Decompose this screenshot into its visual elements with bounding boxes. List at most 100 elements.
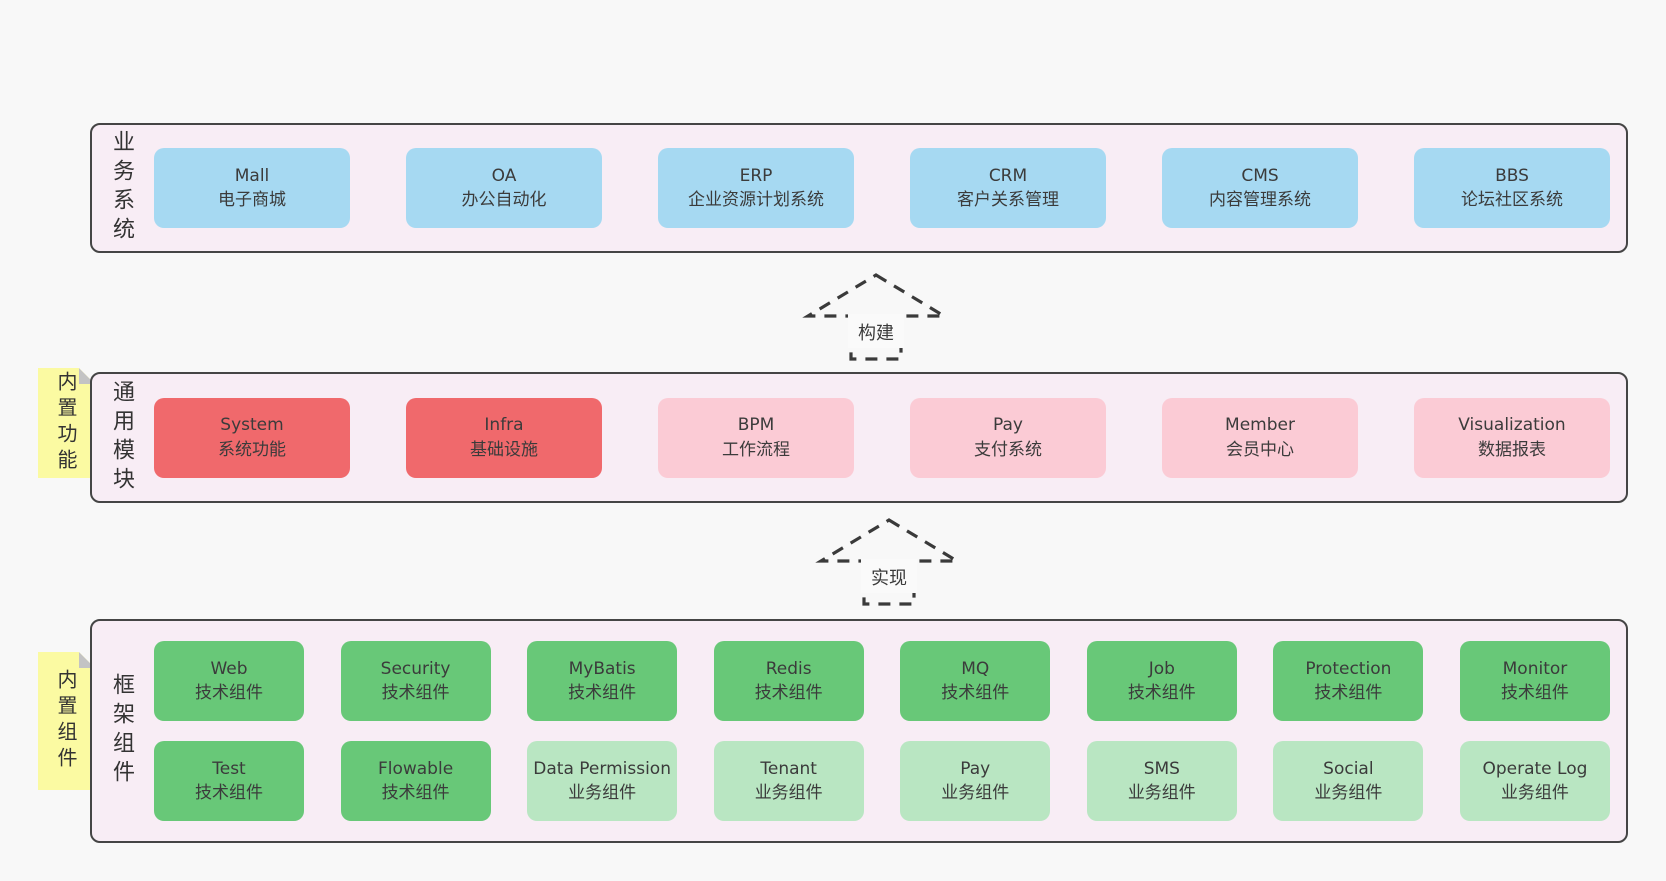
arrow-label-bg: [861, 559, 917, 593]
band-common-modules: 通用模块 System 系统功能 Infra 基础设施 BPM 工作流程 Pay…: [90, 372, 1628, 503]
box-title: BPM: [737, 415, 775, 436]
box-infra: Infra 基础设施: [406, 397, 602, 478]
sticky-note-label: 内置组件: [54, 669, 78, 773]
box-erp: ERP 企业资源计划系统: [658, 148, 854, 228]
band-business-systems: 业务系统 Mall 电子商城 OA 办公自动化 ERP 企业资源计划系统 CRM…: [90, 123, 1628, 253]
box-subtitle: 技术组件: [941, 683, 1010, 703]
box-web: Web 技术组件: [154, 641, 304, 721]
arrow-label-bg: [848, 314, 904, 348]
box-subtitle: 电子商城: [218, 190, 286, 210]
box-title: Monitor: [1502, 658, 1568, 679]
box-title: Redis: [765, 658, 812, 679]
up-arrow-icon: 实现: [815, 518, 963, 606]
box-subtitle: 基础设施: [470, 439, 538, 460]
box-title: CMS: [1241, 165, 1279, 186]
box-subtitle: 内容管理系统: [1209, 190, 1311, 210]
box-title: Tenant: [760, 758, 817, 779]
box-bbs: BBS 论坛社区系统: [1414, 148, 1610, 228]
band-framework-components: 框架组件 Web 技术组件 Security 技术组件 MyBatis 技术组件…: [90, 619, 1628, 843]
box-subtitle: 技术组件: [1500, 683, 1569, 703]
box-title: ERP: [739, 165, 773, 186]
box-tenant: Tenant 业务组件: [713, 741, 864, 821]
box-subtitle: 技术组件: [1127, 683, 1196, 703]
box-subtitle: 企业资源计划系统: [688, 190, 824, 210]
box-title: Member: [1225, 415, 1295, 436]
sticky-note-built-in-components: 内置组件: [38, 652, 95, 790]
band-label: 框架组件: [92, 621, 150, 841]
box-subtitle: 技术组件: [195, 683, 263, 703]
box-flowable: Flowable 技术组件: [340, 741, 491, 821]
box-title: System: [220, 415, 284, 436]
box-title: Infra: [484, 415, 524, 436]
box-protection: Protection 技术组件: [1273, 641, 1424, 721]
box-visualization: Visualization 数据报表: [1414, 397, 1610, 478]
arrow-outline: [802, 273, 950, 361]
box-title: Operate Log: [1482, 758, 1588, 779]
implement-arrow: 实现: [814, 515, 964, 611]
box-subtitle: 业务组件: [941, 783, 1010, 803]
box-subtitle: 技术组件: [381, 783, 450, 803]
box-subtitle: 论坛社区系统: [1461, 190, 1563, 210]
box-title: Data Permission: [533, 758, 671, 779]
arrow-outline: [815, 518, 963, 606]
box-subtitle: 技术组件: [754, 683, 823, 703]
box-subtitle: 支付系统: [974, 439, 1042, 460]
box-mall: Mall 电子商城: [154, 148, 350, 228]
band-label-text: 框架组件: [109, 673, 134, 789]
box-security: Security 技术组件: [340, 641, 491, 721]
box-title: Security: [380, 658, 451, 679]
box-sms: SMS 业务组件: [1086, 741, 1237, 821]
up-arrow-icon: 构建: [802, 273, 950, 361]
box-member: Member 会员中心: [1162, 397, 1358, 478]
box-title: Pay: [960, 758, 991, 779]
box-title: Social: [1323, 758, 1374, 779]
box-title: Job: [1148, 658, 1175, 679]
box-title: Protection: [1305, 658, 1392, 679]
box-title: BBS: [1495, 165, 1529, 186]
box-subtitle: 业务组件: [568, 783, 637, 803]
box-test: Test 技术组件: [154, 741, 304, 821]
box-title: MQ: [961, 658, 990, 679]
box-title: Visualization: [1458, 415, 1566, 436]
box-title: Mall: [234, 165, 270, 186]
box-bpm: BPM 工作流程: [658, 397, 854, 478]
box-title: SMS: [1143, 758, 1180, 779]
box-subtitle: 会员中心: [1226, 439, 1294, 460]
band-content: Web 技术组件 Security 技术组件 MyBatis 技术组件 Redi…: [150, 621, 1626, 841]
box-job: Job 技术组件: [1086, 641, 1237, 721]
box-mq: MQ 技术组件: [900, 641, 1051, 721]
sticky-note-built-in-features: 内置功能: [38, 368, 95, 478]
framework-row-1: Web 技术组件 Security 技术组件 MyBatis 技术组件 Redi…: [154, 641, 1610, 721]
box-system: System 系统功能: [154, 397, 350, 478]
box-data-permission: Data Permission 业务组件: [527, 741, 678, 821]
box-monitor: Monitor 技术组件: [1459, 641, 1610, 721]
box-subtitle: 工作流程: [722, 439, 790, 460]
box-cms: CMS 内容管理系统: [1162, 148, 1358, 228]
box-title: Pay: [993, 415, 1023, 436]
box-title: Web: [210, 658, 248, 679]
box-subtitle: 技术组件: [381, 683, 450, 703]
build-arrow: 构建: [801, 270, 951, 366]
box-subtitle: 办公自动化: [461, 190, 547, 210]
framework-row-2: Test 技术组件 Flowable 技术组件 Data Permission …: [154, 741, 1610, 821]
box-crm: CRM 客户关系管理: [910, 148, 1106, 228]
box-title: Test: [212, 758, 246, 779]
box-subtitle: 客户关系管理: [957, 190, 1059, 210]
box-oa: OA 办公自动化: [406, 148, 602, 228]
box-subtitle: 系统功能: [218, 439, 286, 460]
box-subtitle: 业务组件: [1500, 783, 1569, 803]
box-social: Social 业务组件: [1273, 741, 1424, 821]
box-subtitle: 技术组件: [568, 683, 637, 703]
box-pay: Pay 支付系统: [910, 397, 1106, 478]
box-operate-log: Operate Log 业务组件: [1459, 741, 1610, 821]
box-subtitle: 数据报表: [1478, 439, 1546, 460]
band-label-text: 通用模块: [109, 379, 134, 496]
band-label: 通用模块: [92, 374, 150, 501]
box-title: Flowable: [377, 758, 454, 779]
sticky-note-label: 内置功能: [54, 371, 78, 475]
box-subtitle: 技术组件: [1314, 683, 1383, 703]
arrow-label: 实现: [871, 568, 907, 589]
box-title: MyBatis: [568, 658, 636, 679]
box-subtitle: 业务组件: [754, 783, 823, 803]
band-content: System 系统功能 Infra 基础设施 BPM 工作流程 Pay 支付系统…: [150, 374, 1626, 501]
